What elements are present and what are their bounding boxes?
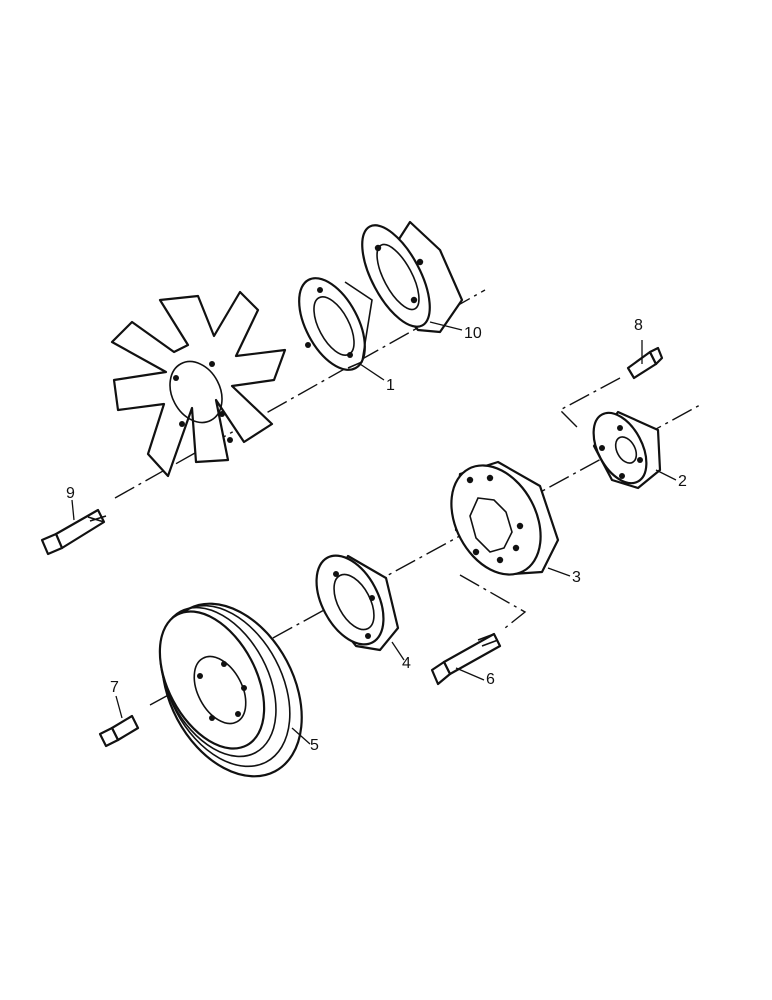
callout-5: 5 xyxy=(310,737,319,754)
callout-4: 4 xyxy=(402,655,411,672)
callout-9: 9 xyxy=(66,485,75,502)
callout-1: 1 xyxy=(386,377,395,394)
part-2-coupling xyxy=(592,410,662,490)
callout-8: 8 xyxy=(634,317,643,334)
leader-lines xyxy=(71,321,677,745)
part-5-pulley xyxy=(158,602,303,778)
callout-7: 7 xyxy=(110,679,119,696)
part-4-spacer-ring xyxy=(315,554,400,652)
callout-labels: 1 2 3 4 5 6 7 8 9 10 xyxy=(66,317,687,754)
part-8-bolt xyxy=(626,346,664,380)
callout-3: 3 xyxy=(572,569,581,586)
callout-10: 10 xyxy=(464,325,482,342)
part-10-hub-ring xyxy=(361,220,464,334)
callout-2: 2 xyxy=(678,473,687,490)
part-7-bolt xyxy=(98,714,140,748)
part-6-bolt xyxy=(430,632,502,686)
part-1-flange-ring xyxy=(298,277,373,371)
fan-blade xyxy=(110,290,287,478)
bolt-6-guide xyxy=(459,574,527,629)
part-3-coupling-hub xyxy=(450,460,560,576)
callout-6: 6 xyxy=(486,671,495,688)
part-9-bolt xyxy=(40,508,107,556)
bolt-8-guide xyxy=(558,377,621,431)
